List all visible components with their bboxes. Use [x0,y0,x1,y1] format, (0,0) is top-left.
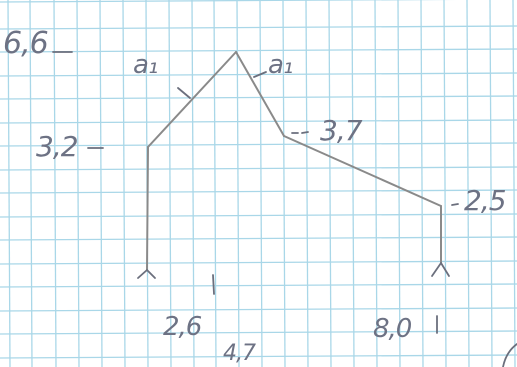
grid-line-horizontal [0,283,517,288]
grid-line-vertical [122,0,126,367]
grid-line-horizontal [0,189,517,194]
label-roof-right: a₁ [268,50,293,80]
grid-line-horizontal [0,0,457,3]
grid-line-vertical [76,0,80,367]
grid-line-horizontal [0,330,517,335]
grid-line-vertical [213,0,217,367]
label-bottom-note: 4,7 [223,341,256,366]
label-roof-left: a₁ [133,50,158,80]
grid-line-vertical [305,0,309,367]
edge-stroke-mark [502,343,517,367]
grid-line-horizontal [0,354,517,359]
grid-line-vertical [443,0,447,367]
grid-line-vertical [512,0,516,367]
left-column [146,146,149,271]
grid-line-vertical [328,0,332,367]
supports [137,262,450,279]
label-span-right: 8,0 [373,314,412,344]
grid-line-horizontal [0,166,517,171]
left-rafter [147,51,237,148]
grid-line-horizontal [0,119,517,124]
tick-roof-right [253,71,267,78]
tick-right-height [451,203,459,206]
grid-line-vertical [236,0,240,367]
grid-line-vertical [259,0,263,367]
label-height-right: 2,5 [464,184,506,217]
grid-line-horizontal [0,95,517,100]
portal-frame [146,51,442,271]
left-support-symbol [137,269,156,279]
grid-line-vertical [53,0,57,367]
right-rafter-upper [235,51,285,137]
label-height-knee: 3,7 [320,114,363,147]
grid-line-vertical [374,0,378,367]
grid-line-vertical [191,0,195,367]
grid-line-horizontal [0,236,517,241]
label-span-left: 2,6 [163,312,202,342]
grid-line-vertical [168,0,172,367]
grid-line-vertical [397,0,401,367]
grid-line-horizontal [0,260,517,265]
grid-line-horizontal [0,142,517,147]
grid-line-vertical [29,0,33,367]
tick-span-left [212,274,215,295]
right-support-symbol [431,262,450,277]
grid-line-vertical [351,0,355,367]
tick-knee [291,131,309,134]
grid-line-horizontal [0,25,517,30]
grid-line-horizontal [0,48,517,53]
grid-line-vertical [420,0,424,367]
grid-line-horizontal [0,213,517,218]
grid-line-vertical [466,0,470,367]
grid-line-vertical [99,0,103,367]
tick-roof-left [177,87,191,99]
handwritten-labels: 6,6 a₁ a₁ 3,2 3,7 2,5 2,6 4,7 8,0 [3,26,507,366]
grid-line-vertical [489,0,493,367]
grid-line-vertical [282,0,286,367]
right-rafter-lower [283,135,442,207]
label-height-eave: 3,2 [36,130,78,163]
dimension-marks [52,51,517,367]
grid-line-vertical [7,0,11,367]
label-height-top: 6,6 [3,26,48,61]
grid-line-horizontal [0,307,517,312]
